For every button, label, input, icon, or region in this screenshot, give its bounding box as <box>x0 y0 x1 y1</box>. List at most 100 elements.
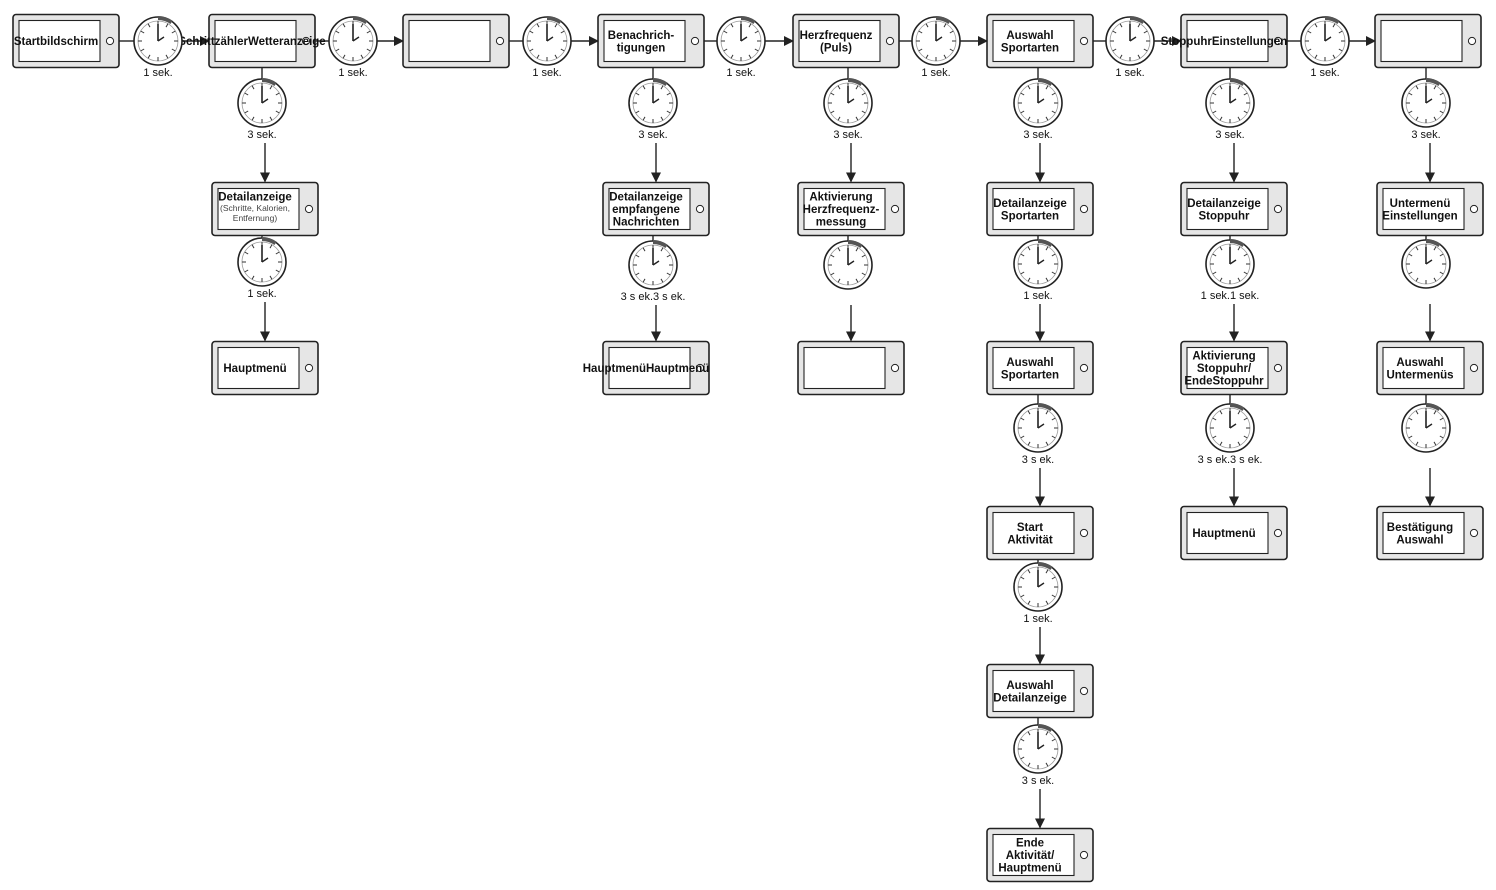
stopwatch-tick <box>1408 110 1413 114</box>
stopwatch-tick <box>171 30 176 34</box>
stopwatch-tick <box>1212 435 1217 439</box>
timer-v6c: 3 s ek. <box>1013 403 1063 466</box>
screen-display <box>1382 187 1465 231</box>
timer-label: 3 sek. <box>638 129 667 141</box>
stopwatch-tick <box>1408 271 1413 275</box>
stopwatch-tick <box>1137 54 1141 59</box>
stopwatch-tick <box>1027 441 1031 446</box>
stopwatch-tick <box>1020 594 1025 598</box>
stopwatch-tick <box>1027 246 1031 251</box>
stopwatch-tick <box>1433 246 1437 251</box>
stopwatch-hand <box>1425 98 1433 104</box>
screen-display <box>1186 346 1269 390</box>
screen-display <box>1382 346 1465 390</box>
stopwatch-tick <box>1243 92 1248 96</box>
screen-label: Untermenü <box>1390 198 1451 210</box>
stopwatch-tick <box>1045 85 1049 90</box>
stopwatch-tick <box>360 23 364 28</box>
stopwatch-tick <box>335 30 340 34</box>
stopwatch-tick <box>244 269 249 273</box>
stopwatch-elapsed-arc <box>652 240 668 249</box>
stopwatch-tick <box>147 54 151 59</box>
screen-s5b <box>797 340 905 396</box>
stopwatch-tick <box>1137 23 1141 28</box>
stopwatch-tick <box>1219 277 1223 282</box>
stopwatch-tick <box>1020 110 1025 114</box>
screen-label: Detailanzeige <box>218 192 292 204</box>
timer-label: 1 sek.1 sek. <box>1201 290 1260 302</box>
screen-display <box>217 187 300 231</box>
screen-s7: StoppuhrEinstellungen <box>1161 13 1288 69</box>
screen-label: Untermenüs <box>1386 369 1453 381</box>
screen-label: Hauptmenü <box>223 363 286 375</box>
stopwatch-tick <box>1415 277 1419 282</box>
stopwatch-tick <box>730 54 734 59</box>
stopwatch-hand <box>157 36 165 42</box>
stopwatch-tick <box>1045 569 1049 574</box>
stopwatch-tick <box>1237 441 1241 446</box>
stopwatch-hand <box>1037 423 1045 429</box>
timer-label: 3 sek. <box>1023 129 1052 141</box>
timer-v6b: 1 sek. <box>1013 239 1063 302</box>
stopwatch-tick <box>1415 441 1419 446</box>
stopwatch-tick <box>855 247 859 252</box>
stopwatch-tick <box>1237 410 1241 415</box>
stopwatch-hand <box>261 257 269 263</box>
stopwatch-tick <box>1314 54 1318 59</box>
screen-label: Einstellungen <box>1382 210 1457 222</box>
stopwatch-elapsed-arc <box>1129 16 1145 25</box>
stopwatch-tick <box>1143 30 1148 34</box>
stopwatch-tick <box>861 254 866 258</box>
screen-label: Nachrichten <box>613 217 679 229</box>
stopwatch-hand <box>546 36 554 42</box>
timer-v6a: 3 sek. <box>1013 78 1063 141</box>
stopwatch-tick <box>642 116 646 121</box>
timer-v7a: 3 sek. <box>1205 78 1255 141</box>
stopwatch-tick <box>1212 110 1217 114</box>
device-button-icon <box>1467 36 1477 46</box>
screen-display <box>1382 511 1465 555</box>
timer-v6e: 3 s ek. <box>1013 724 1063 787</box>
stopwatch-tick <box>244 251 249 255</box>
stopwatch-tick <box>140 48 145 52</box>
stopwatch-tick <box>949 30 954 34</box>
screen-display <box>992 669 1075 713</box>
screen-s2: SchrittzählerWetteranzeige <box>178 13 326 69</box>
stopwatch-tick <box>560 30 565 34</box>
stopwatch-tick <box>830 254 835 258</box>
timer-h6: 1 sek. <box>1105 16 1155 79</box>
stopwatch-tick <box>1020 576 1025 580</box>
device-button-icon <box>1079 850 1089 860</box>
stopwatch-tick <box>1237 85 1241 90</box>
stopwatch-hand <box>740 36 748 42</box>
stopwatch-tick <box>925 54 929 59</box>
stopwatch-tick <box>666 254 671 258</box>
stopwatch-tick <box>275 251 280 255</box>
timer-label: 1 sek. <box>532 67 561 79</box>
stopwatch-elapsed-arc <box>1425 78 1441 87</box>
stopwatch-elapsed-arc <box>652 78 668 87</box>
stopwatch-tick <box>1045 731 1049 736</box>
timer-v8b <box>1401 239 1451 289</box>
timer-v8a: 3 sek. <box>1401 78 1451 141</box>
screen-label: Aktivierung <box>809 192 872 204</box>
stopwatch-tick <box>1439 435 1444 439</box>
screen-display <box>992 511 1075 555</box>
screen-label: tigungen <box>617 42 666 54</box>
screen-label: SchrittzählerWetteranzeige <box>178 36 325 48</box>
device-button-icon <box>1469 528 1479 538</box>
screen-label: Detailanzeige <box>1187 198 1261 210</box>
screen-display <box>608 346 691 390</box>
stopwatch-tick <box>1415 116 1419 121</box>
stopwatch-hand <box>1425 423 1433 429</box>
screen-display <box>18 19 101 63</box>
stopwatch-tick <box>1045 410 1049 415</box>
stopwatch-tick <box>1027 277 1031 282</box>
timer-label: 3 sek. <box>1215 129 1244 141</box>
stopwatch-tick <box>1212 417 1217 421</box>
